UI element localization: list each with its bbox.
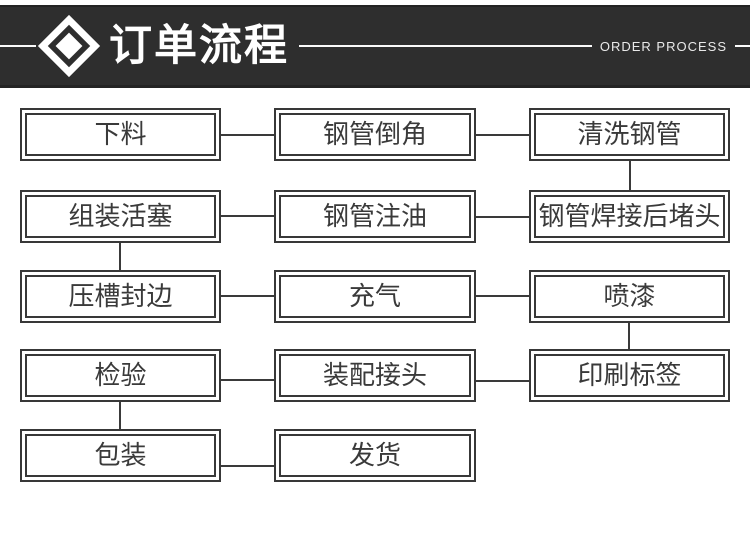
connector-line bbox=[476, 134, 529, 136]
connector-line bbox=[221, 134, 274, 136]
flow-node-label: 包装 bbox=[25, 434, 216, 477]
connector-line bbox=[221, 215, 274, 217]
flow-node-cutting: 下料 bbox=[20, 108, 221, 161]
flow-node-fitting-assembly: 装配接头 bbox=[274, 349, 476, 402]
flow-node-inspection: 检验 bbox=[20, 349, 221, 402]
connector-line bbox=[476, 295, 529, 297]
flow-node-painting: 喷漆 bbox=[529, 270, 730, 323]
connector-line bbox=[221, 465, 274, 467]
flow-node-packaging: 包装 bbox=[20, 429, 221, 482]
flow-node-label: 下料 bbox=[25, 113, 216, 156]
connector-line bbox=[476, 380, 529, 382]
connector-line bbox=[119, 243, 121, 270]
flow-node-label: 喷漆 bbox=[534, 275, 725, 318]
flow-node-label: 钢管注油 bbox=[279, 195, 471, 238]
flow-node-groove-sealing: 压槽封边 bbox=[20, 270, 221, 323]
flow-node-pipe-chamfering: 钢管倒角 bbox=[274, 108, 476, 161]
page-title: 订单流程 bbox=[109, 20, 289, 71]
connector-line bbox=[221, 295, 274, 297]
flow-node-label: 压槽封边 bbox=[25, 275, 216, 318]
flow-node-piston-assembly: 组装活塞 bbox=[20, 190, 221, 243]
flow-node-label: 钢管倒角 bbox=[279, 113, 471, 156]
flow-node-pipe-cleaning: 清洗钢管 bbox=[529, 108, 730, 161]
flow-node-label: 检验 bbox=[25, 354, 216, 397]
diamond-icon bbox=[37, 14, 101, 78]
flow-node-pipe-oiling: 钢管注油 bbox=[274, 190, 476, 243]
flow-node-label: 装配接头 bbox=[279, 354, 471, 397]
flow-node-label: 组装活塞 bbox=[25, 195, 216, 238]
flow-node-inflation: 充气 bbox=[274, 270, 476, 323]
header-banner: 订单流程 ORDER PROCESS bbox=[0, 5, 750, 88]
divider-line-right bbox=[735, 45, 750, 47]
connector-line bbox=[628, 323, 630, 349]
flow-node-shipping: 发货 bbox=[274, 429, 476, 482]
flow-node-label: 充气 bbox=[279, 275, 471, 318]
flow-node-label: 钢管焊接后堵头 bbox=[534, 195, 725, 238]
connector-line bbox=[476, 216, 529, 218]
connector-line bbox=[119, 402, 121, 429]
connector-line bbox=[221, 379, 274, 381]
page-subtitle: ORDER PROCESS bbox=[599, 38, 727, 54]
flow-node-label-printing: 印刷标签 bbox=[529, 349, 730, 402]
divider-line-middle bbox=[299, 45, 592, 47]
flow-node-label: 清洗钢管 bbox=[534, 113, 725, 156]
flow-node-label: 发货 bbox=[279, 434, 471, 477]
flow-node-label: 印刷标签 bbox=[534, 354, 725, 397]
connector-line bbox=[629, 161, 631, 190]
flow-node-welding-plug: 钢管焊接后堵头 bbox=[529, 190, 730, 243]
divider-line-left bbox=[0, 45, 36, 47]
